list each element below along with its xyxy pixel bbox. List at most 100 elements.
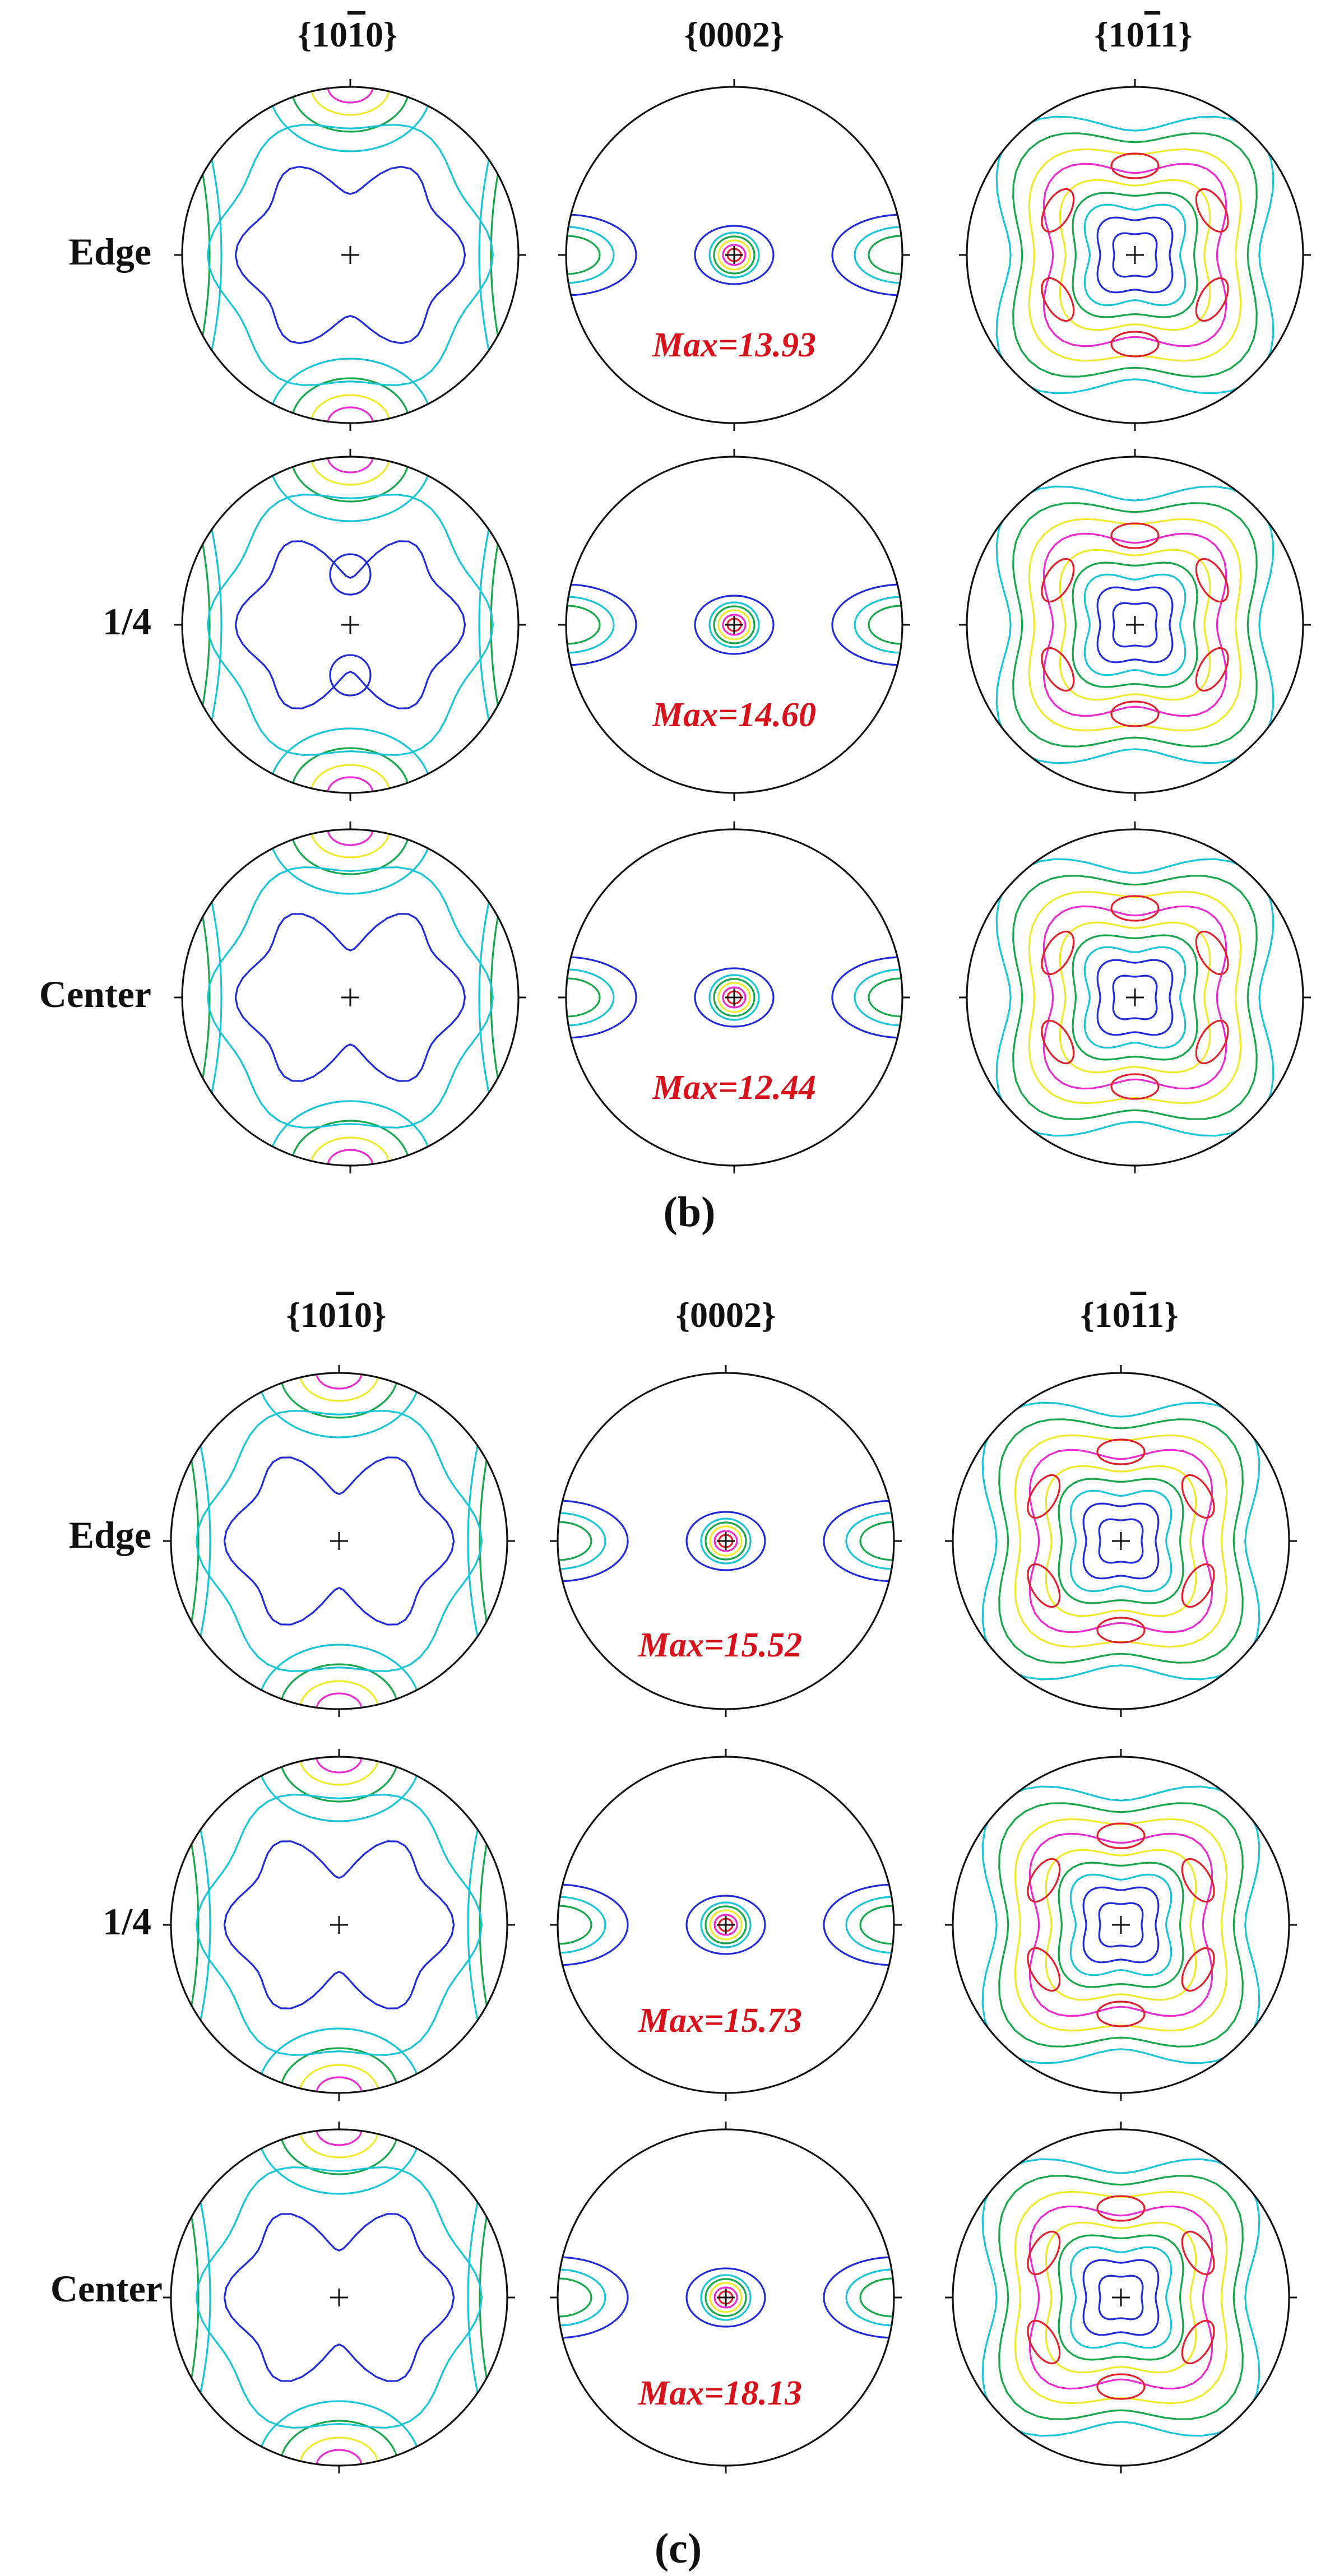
contour-line: [566, 956, 637, 1039]
contour-line: [717, 239, 751, 271]
pole-figure-p0002: [558, 449, 910, 801]
contour-group: [558, 1883, 894, 1966]
contour-line: [257, 2027, 421, 2093]
contour-group: [180, 1373, 498, 1709]
contour-line: [1069, 1873, 1172, 1976]
contour-line: [327, 87, 374, 104]
contour-line: [566, 235, 601, 275]
contour-line: [1112, 232, 1158, 278]
contour-line: [1098, 1518, 1144, 1564]
contour-line: [845, 1512, 894, 1570]
contour-line: [207, 124, 494, 386]
contour-line: [1041, 558, 1075, 603]
contour-line: [223, 1456, 455, 1626]
contour-line: [1012, 132, 1258, 378]
contour-line: [1041, 277, 1075, 322]
contour-line: [859, 1905, 894, 1945]
contour-line: [1110, 700, 1160, 727]
contour-line: [558, 2256, 629, 2339]
contour-line: [257, 1757, 421, 1822]
contour-line: [316, 1373, 363, 1390]
contour-line: [316, 1757, 363, 1774]
contour-line: [268, 358, 433, 423]
contour-line: [1195, 1019, 1229, 1065]
contour-line: [722, 986, 747, 1009]
contour-line: [257, 1644, 421, 1709]
contour-line: [859, 1521, 894, 1561]
contour-line: [1012, 875, 1258, 1120]
pole-figure-p0002: [550, 1749, 902, 2101]
contour-line: [207, 494, 494, 756]
contour-line: [1027, 2230, 1061, 2276]
row-label-quarter: 1/4: [103, 1900, 151, 1943]
contour-line: [316, 2076, 363, 2093]
contour-line: [257, 2400, 421, 2466]
contour-line: [558, 2277, 592, 2318]
contour-line: [1082, 1502, 1160, 1580]
contour-line: [1027, 1947, 1061, 1992]
contour-line: [279, 2047, 399, 2093]
contour-line: [1181, 2230, 1215, 2276]
contour-line: [705, 2278, 747, 2317]
pole-figure-p1011: [945, 2122, 1297, 2473]
contour-line: [823, 1500, 894, 1582]
contour-line: [558, 1512, 606, 1570]
contour-line: [1069, 2246, 1172, 2349]
pole-figure-p0002: [550, 2122, 902, 2473]
contour-line: [558, 1500, 629, 1582]
contour-line: [299, 2436, 379, 2466]
contour-line: [1181, 1947, 1215, 1992]
contour-group: [981, 1785, 1260, 2064]
contour-line: [1027, 1474, 1061, 1519]
max-value-label: Max=18.13: [638, 2374, 802, 2412]
contour-line: [1041, 1019, 1075, 1065]
contour-line: [1028, 890, 1242, 1104]
contour-line: [694, 595, 775, 655]
contour-line: [478, 498, 497, 751]
contour-line: [327, 1149, 374, 1166]
contour-line: [722, 614, 747, 636]
contour-line: [868, 977, 902, 1018]
contour-line: [1041, 930, 1075, 976]
contour-line: [1042, 532, 1227, 717]
contour-line: [722, 244, 747, 266]
contour-line: [713, 1914, 738, 1936]
contour-line: [685, 2267, 766, 2328]
contour-line: [868, 235, 902, 275]
column-header-0002: {0002}: [675, 1295, 776, 1335]
contour-line: [196, 1794, 483, 2056]
max-value-label: Max=13.93: [652, 326, 816, 364]
contour-line: [192, 1414, 211, 1668]
contour-line: [290, 457, 410, 503]
contour-line: [223, 1840, 455, 2009]
contour-line: [705, 1905, 747, 1944]
max-value-label: Max=12.44: [652, 1069, 816, 1107]
contour-line: [717, 609, 751, 640]
contour-line: [299, 2064, 379, 2093]
contour-line: [299, 1680, 379, 1709]
contour-line: [713, 2286, 738, 2309]
contour-line: [708, 601, 760, 648]
contour-line: [310, 457, 391, 486]
contour-line: [981, 2158, 1260, 2437]
contour-line: [566, 968, 615, 1027]
row-label-quarter: 1/4: [103, 600, 151, 643]
pole-figure-p1010: [174, 449, 526, 801]
contour-line: [1042, 163, 1227, 347]
contour-line: [1195, 647, 1229, 692]
contour-line: [268, 829, 433, 895]
contour-line: [1195, 277, 1229, 322]
pole-figure-p1010: [163, 2122, 515, 2473]
contour-line: [467, 1798, 486, 2051]
contour-line: [854, 226, 902, 284]
contour-line: [1083, 203, 1187, 307]
contour-line: [478, 871, 497, 1124]
contour-group: [558, 2256, 894, 2339]
contour-line: [1096, 1438, 1146, 1465]
contour-line: [203, 871, 223, 1124]
contour-line: [854, 968, 902, 1027]
contour-line: [1096, 586, 1174, 663]
contour-line: [708, 231, 760, 279]
contour-line: [694, 967, 775, 1028]
contour-line: [1028, 2205, 1213, 2390]
